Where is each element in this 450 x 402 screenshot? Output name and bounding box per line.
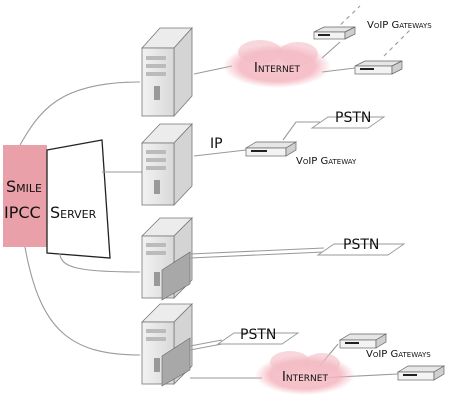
- server-tower-4: [141, 303, 193, 387]
- ipcc-server: Smile IPCC Server: [3, 139, 111, 259]
- pstn-cloud-row2: PSTN: [310, 110, 386, 129]
- ip-label: IP: [210, 136, 223, 152]
- pstn-label-row3: PSTN: [343, 237, 379, 253]
- row2-links: [193, 121, 320, 157]
- voip-gateways-label-top: VoIP Gateways: [367, 20, 432, 31]
- voip-gateway-device: [338, 333, 388, 349]
- internet-cloud-top: Internet: [223, 40, 331, 88]
- server-label-line1: Smile: [6, 177, 42, 196]
- server-tower-3: [141, 217, 193, 301]
- voip-gateway-label: VoIP Gateway: [296, 156, 357, 167]
- telephony-card-icon: [161, 251, 191, 301]
- voip-gateway-device: [396, 365, 446, 381]
- connection-lines: [19, 81, 142, 356]
- telephony-card-icon: [161, 337, 191, 387]
- server-panel-outline: [46, 139, 111, 259]
- server-tower-1: [141, 26, 193, 118]
- pstn-label-row2: PSTN: [335, 110, 371, 126]
- server-tower-2: [141, 122, 193, 207]
- server-label-line2: IPCC: [4, 203, 41, 222]
- link-server-row1: [19, 81, 141, 146]
- voip-gateway-device: [244, 141, 298, 157]
- internet-label-bottom: Internet: [282, 370, 328, 385]
- internet-cloud-bottom: Internet: [255, 351, 355, 395]
- voip-gateway-device: [313, 26, 356, 40]
- pstn-cloud-row3: PSTN: [316, 237, 406, 256]
- pstn-label-row4: PSTN: [240, 327, 276, 343]
- row3-links: [189, 247, 325, 259]
- link-server-row4: [24, 246, 141, 356]
- server-pink-block: [3, 145, 47, 247]
- voip-gateways-label-bottom: VoIP Gateways: [366, 349, 431, 360]
- pstn-cloud-row4: PSTN: [216, 327, 300, 345]
- voip-gateway-device: [354, 60, 403, 75]
- server-label-line3: Server: [50, 203, 97, 222]
- link-server-row3: [59, 252, 141, 273]
- internet-label-top: Internet: [254, 61, 300, 76]
